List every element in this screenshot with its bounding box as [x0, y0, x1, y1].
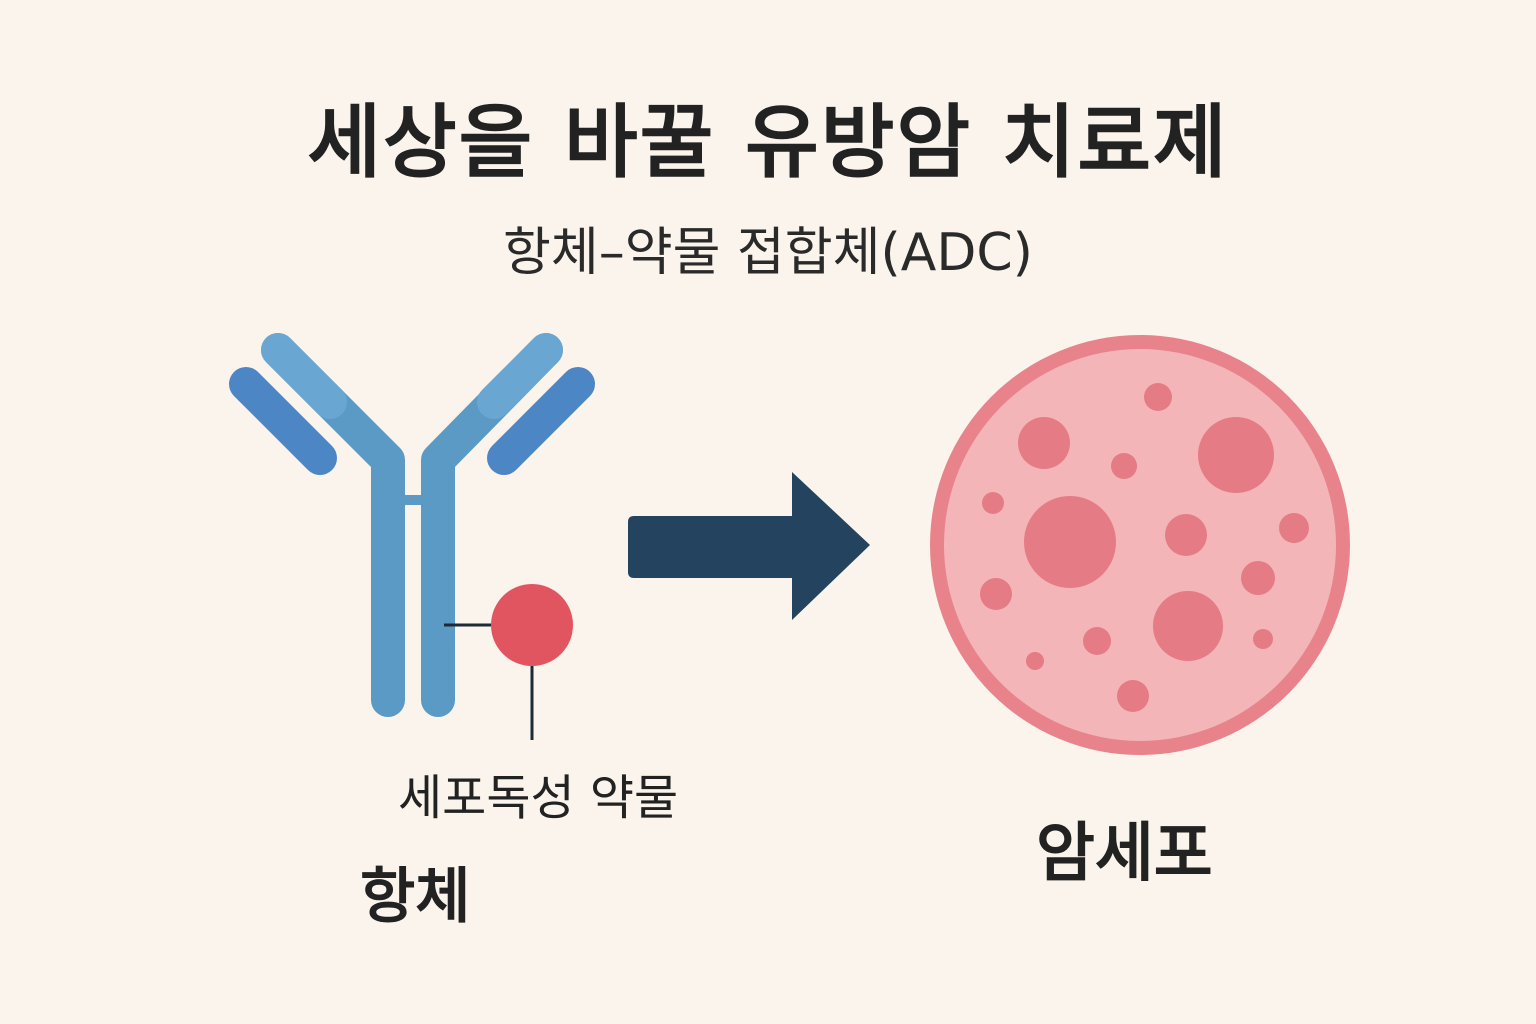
cell-spot — [1241, 561, 1275, 595]
cell-spot — [980, 578, 1012, 610]
right-arrow-icon — [628, 472, 870, 620]
cell-spot — [1198, 417, 1274, 493]
drug-conjugate — [444, 584, 573, 740]
cell-spot — [1026, 652, 1044, 670]
antibody-label: 항체 — [360, 862, 471, 932]
cancer-cell-label: 암세포 — [1036, 817, 1213, 891]
red-drug-sphere-icon — [491, 584, 573, 666]
cell-spot — [1165, 514, 1207, 556]
antibody-domain-highlight-left — [261, 333, 347, 419]
cell-spot — [1117, 680, 1149, 712]
page-title: 세상을 바꿀 유방암 치료제 — [307, 96, 1229, 189]
antibody-light-chain-right — [487, 367, 595, 475]
cell-spot — [1111, 453, 1137, 479]
cell-spot — [1144, 383, 1172, 411]
cell-spot — [1024, 496, 1116, 588]
cell-spot — [1083, 627, 1111, 655]
y-shaped-antibody-icon — [229, 333, 595, 717]
cell-spot — [1253, 629, 1273, 649]
cell-spot — [1018, 417, 1070, 469]
antibody-domain-highlight-right — [477, 333, 563, 419]
cell-nuclei — [980, 383, 1309, 712]
cell-spot — [1279, 513, 1309, 543]
drug-label: 세포독성 약물 — [398, 770, 679, 826]
page-subtitle: 항체–약물 접합체(ADC) — [503, 223, 1033, 283]
cancer-cell-icon — [930, 335, 1350, 755]
cell-spot — [1153, 591, 1223, 661]
antibody-light-chain-left — [229, 367, 337, 475]
cell-spot — [982, 492, 1004, 514]
